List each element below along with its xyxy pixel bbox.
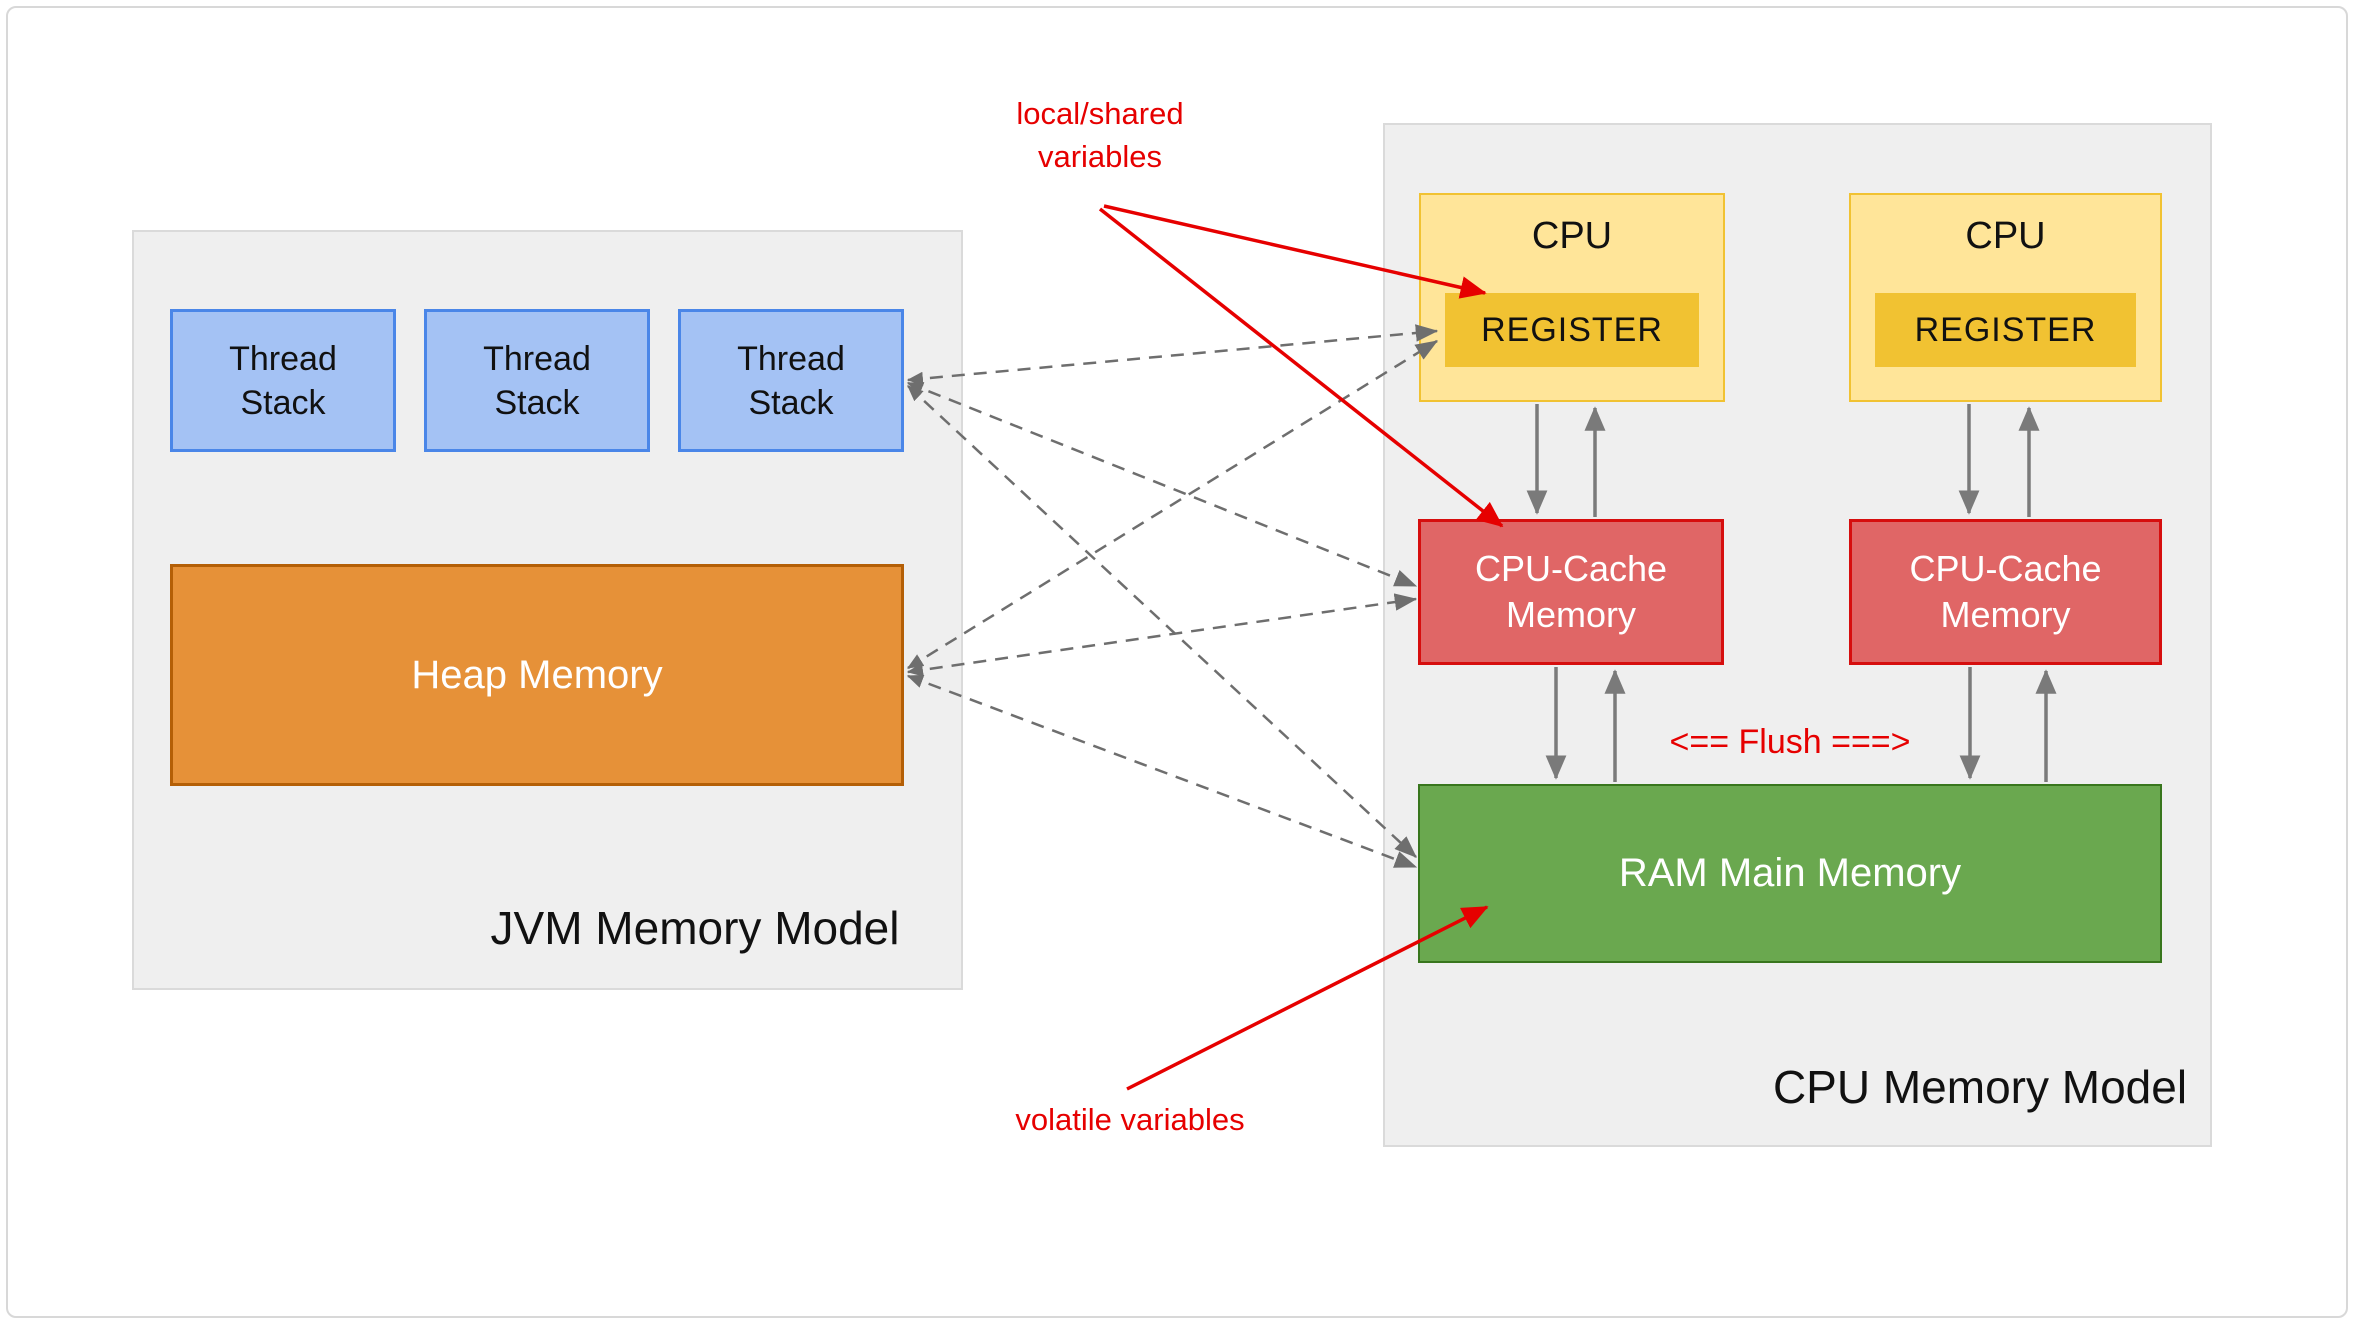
thread-stack-label-2: Thread Stack	[483, 339, 591, 422]
volatile-variables-annotation: volatile variables	[1015, 1102, 1245, 1137]
cpu-cache-box-1: CPU-Cache Memory	[1418, 519, 1724, 665]
cpu-cache-label-1: CPU-Cache Memory	[1474, 548, 1668, 635]
thread-stack-label-3: Thread Stack	[737, 339, 845, 422]
register-label-2: REGISTER	[1914, 310, 2097, 349]
register-box-1: REGISTER	[1445, 293, 1699, 367]
thread-stack-box-1: Thread Stack	[170, 309, 396, 452]
cpu-box-1: CPU REGISTER	[1419, 193, 1725, 402]
cpu-cache-label-2: CPU-Cache Memory	[1909, 548, 2102, 635]
cpu-label-1: CPU	[1531, 215, 1613, 257]
jvm-model-title: JVM Memory Model	[490, 902, 900, 954]
cpu-model-title: CPU Memory Model	[1772, 1061, 2188, 1113]
thread-stack-label-1: Thread Stack	[229, 339, 337, 422]
flush-annotation: <== Flush ===>	[1669, 723, 1911, 761]
cpu-cache-box-2: CPU-Cache Memory	[1849, 519, 2162, 665]
register-label-1: REGISTER	[1481, 310, 1663, 349]
cpu-box-2: CPU REGISTER	[1849, 193, 2162, 402]
local-shared-variables-annotation: local/shared variables	[1016, 96, 1184, 174]
cpu-label-2: CPU	[1965, 215, 2046, 257]
register-box-2: REGISTER	[1875, 293, 2136, 367]
thread-stack-box-3: Thread Stack	[678, 309, 904, 452]
ram-main-memory-box: RAM Main Memory	[1418, 784, 2162, 963]
heap-memory-label: Heap Memory	[411, 652, 663, 697]
heap-memory-box: Heap Memory	[170, 564, 904, 786]
thread-stack-box-2: Thread Stack	[424, 309, 650, 452]
ram-main-memory-label: RAM Main Memory	[1618, 851, 1962, 895]
